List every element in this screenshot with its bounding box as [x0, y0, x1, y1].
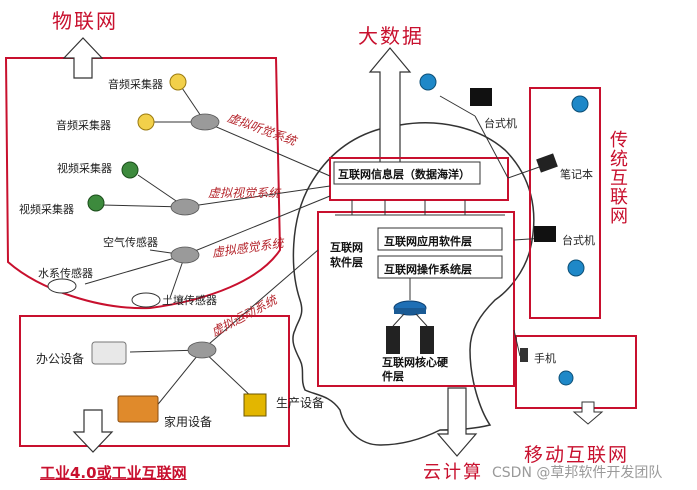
video-collector-label-1: 视频采集器 — [57, 162, 112, 175]
core-box — [317, 211, 515, 387]
video-collector-label-2: 视频采集器 — [19, 203, 74, 216]
server-icon — [386, 326, 400, 354]
bigdata-title: 大数据 — [358, 24, 424, 48]
person-icons — [419, 73, 589, 386]
industry-down-arrow — [72, 409, 114, 453]
desktop-label-1: 台式机 — [484, 117, 517, 130]
sensing-node — [170, 246, 200, 264]
audio-collector-icon-2 — [137, 113, 155, 131]
audio-collector-label-1: 音频采集器 — [108, 78, 163, 91]
video-collector-icon — [121, 161, 139, 179]
printer-icon — [91, 341, 127, 365]
motion-node — [187, 341, 217, 359]
os-layer-label: 互联网操作系统层 — [384, 263, 472, 276]
iot-up-arrow — [62, 37, 104, 79]
water-sensor-label: 水系传感器 — [38, 267, 93, 280]
mobile-internet-title: 移动互联网 — [524, 444, 630, 466]
hearing-node — [190, 113, 220, 131]
cloud-down-arrow — [436, 387, 478, 457]
cloud-title: 云计算 — [423, 462, 483, 483]
forklift-icon — [243, 393, 267, 417]
phone-icon — [520, 348, 528, 362]
production-device-label: 生产设备 — [276, 396, 325, 410]
watermark: CSDN @草邦软件开发团队 — [492, 465, 663, 481]
server-icon-2 — [420, 326, 434, 354]
iot-region — [4, 57, 282, 310]
app-layer-label: 互联网应用软件层 — [384, 235, 472, 248]
industry-title: 工业4.0或工业互联网 — [40, 464, 187, 482]
mobile-internet-box — [515, 335, 637, 409]
audio-collector-icon — [169, 73, 187, 91]
soil-sensor-label: 土壤传感器 — [162, 294, 217, 307]
desktop-icon — [470, 88, 492, 106]
phone-label: 手机 — [534, 352, 556, 365]
desktop-label-2: 台式机 — [562, 234, 595, 247]
app-layer-box — [377, 227, 503, 251]
home-device-icon — [117, 395, 159, 423]
info-layer-inner — [333, 161, 481, 185]
industry-box — [19, 315, 290, 447]
router-icon-base — [394, 308, 426, 314]
bigdata-up-arrow — [368, 47, 412, 169]
software-layer-label: 互联网软件层 — [330, 241, 363, 269]
info-layer-label: 互联网信息层（数据海洋） — [338, 168, 470, 181]
hardware-layer-label: 互联网核心硬件层 — [382, 356, 448, 383]
iot-title: 物联网 — [52, 9, 118, 33]
water-sensor-node — [47, 278, 77, 294]
virtual-vision-label: 虚拟视觉系统 — [208, 186, 281, 200]
air-sensor-label: 空气传感器 — [103, 236, 158, 249]
laptop-label: 笔记本 — [560, 168, 593, 181]
vision-node — [170, 198, 200, 216]
video-collector-icon-2 — [87, 194, 105, 212]
info-layer-box — [329, 157, 509, 201]
traditional-internet-box — [529, 87, 601, 319]
laptop-icon — [536, 153, 558, 173]
mobile-down-arrow — [572, 401, 604, 425]
office-device-label: 办公设备 — [36, 352, 85, 366]
soil-sensor-node — [131, 292, 161, 308]
audio-collector-label-2: 音频采集器 — [56, 119, 111, 132]
home-device-label: 家用设备 — [164, 415, 213, 429]
desktop-icon-2 — [534, 226, 556, 242]
traditional-internet-title: 传统互联网 — [607, 130, 628, 225]
os-layer-box — [377, 255, 503, 279]
